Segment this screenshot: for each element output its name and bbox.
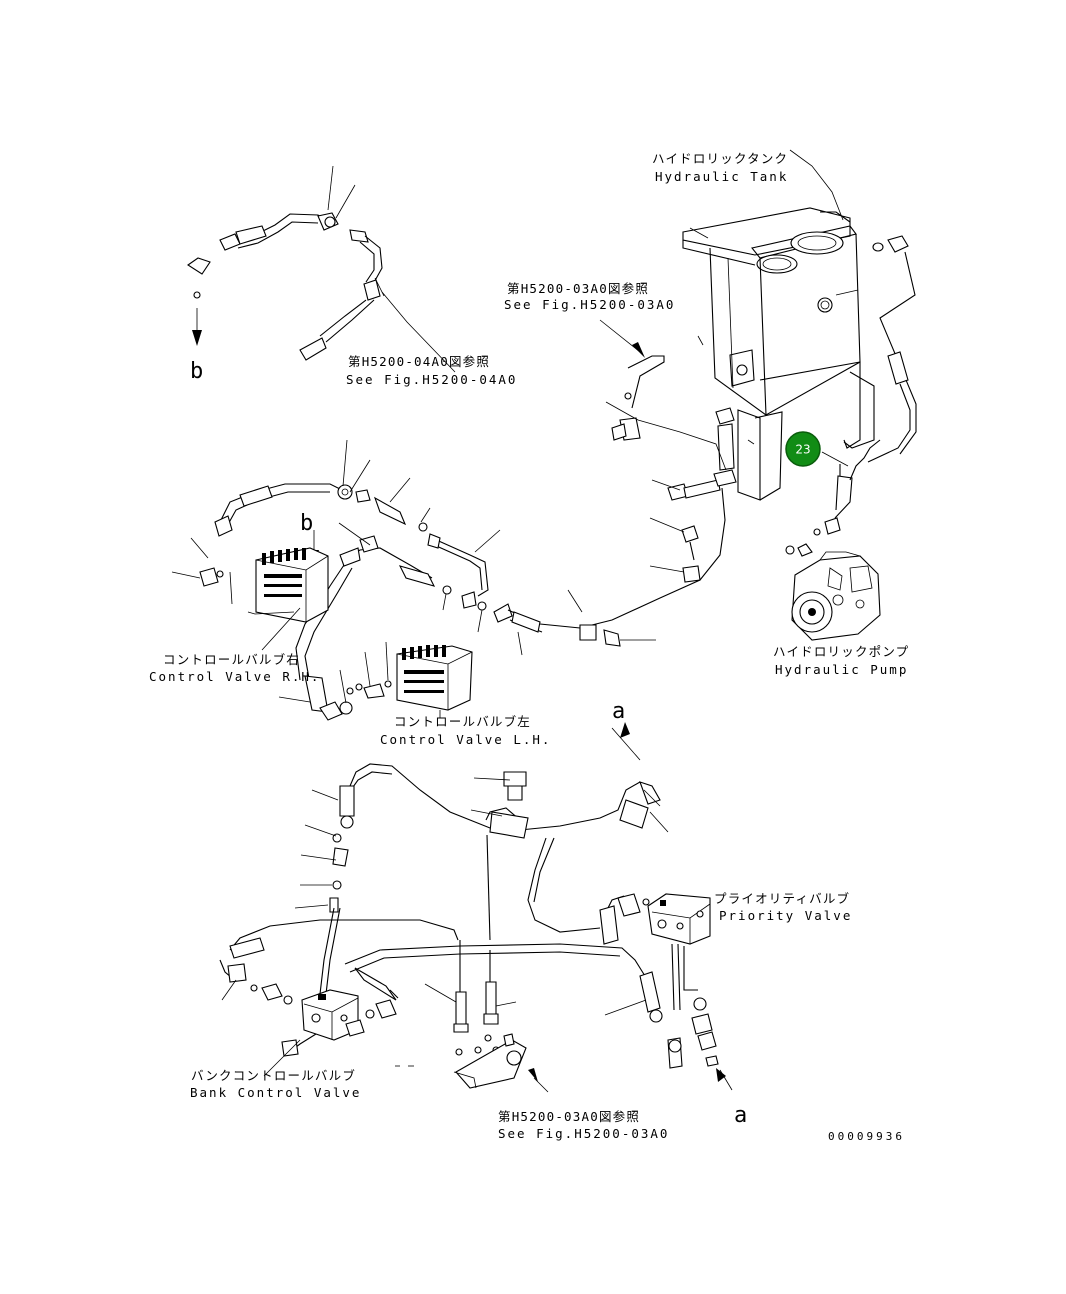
hydraulic-tank [682,207,909,501]
callout-badge-circle[interactable] [785,431,821,467]
control-valve-lh-label-en: Control Valve L.H. [380,732,551,747]
control-valve-lh [396,645,473,718]
see-fig-03-top-label-en: See Fig.H5200-03A0 [504,297,675,312]
bank-control-valve-label-jp: バンクコントロールバルブ [191,1068,356,1083]
ref-letter-a-bottom: a [734,1103,747,1128]
upper-left-hose-assembly [187,165,456,373]
hydraulic-pump [785,439,881,641]
callout-23[interactable]: 23 [785,431,821,467]
hydraulic-pump-label-jp: ハイドロリックポンプ [773,644,909,659]
hydraulic-tank-label-en: Hydraulic Tank [655,169,788,184]
priority-valve-label-jp: プライオリティバルブ [714,891,850,906]
return-hose-right [867,251,917,463]
see-fig-03-top-label-jp: 第H5200-03A0図参照 [507,281,649,296]
control-valve-rh [199,547,329,651]
tank-leader-2 [689,227,709,239]
tank-leader [789,149,844,221]
priority-valve [599,893,733,1091]
control-valve-lh-label-jp: コントロールバルブ左 [394,714,531,729]
bank-control-valve [250,983,365,1077]
see-fig-04-label-en: See Fig.H5200-04A0 [346,372,517,387]
control-valve-rh-label-jp: コントロールバルブ右 [163,652,300,667]
hydraulic-pump-label-en: Hydraulic Pump [775,662,908,677]
callout-badge-number[interactable]: 23 [795,443,810,457]
ref-letter-b-top: b [190,359,203,384]
hydraulic-tank-label-jp: ハイドロリックタンク [652,151,788,166]
ref-letter-b-mid: b [300,511,313,536]
see-fig-03-bottom-label-en: See Fig.H5200-03A0 [498,1126,669,1141]
lower-line-assembly [219,722,669,1093]
bank-control-valve-label-en: Bank Control Valve [190,1085,361,1100]
tank-bracket-fittings [599,319,737,583]
priority-valve-label-en: Priority Valve [719,908,852,923]
ref-letter-a-top: a [612,699,625,724]
see-fig-04-label-jp: 第H5200-04A0図参照 [348,354,490,369]
drawing-number: 00009936 [828,1130,905,1143]
see-fig-03-bottom-label-jp: 第H5200-03A0図参照 [498,1109,640,1124]
control-valve-rh-label-en: Control Valve R.H. [149,669,320,684]
